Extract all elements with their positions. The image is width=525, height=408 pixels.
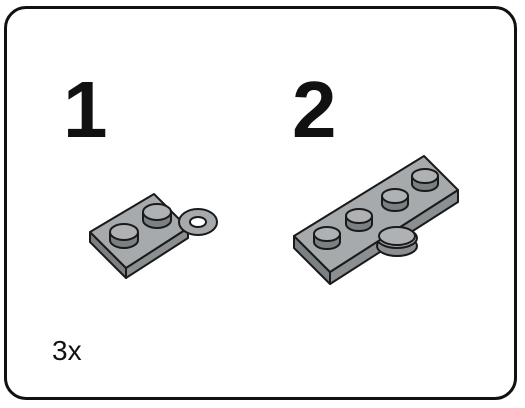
step-number-2: 2 [292,65,337,154]
step-number-1: 1 [63,65,108,154]
hinge-plate-1x2-ring-icon [89,193,218,279]
hinge-plate-assembly-icon [293,155,459,285]
quantity-label: 3x [52,335,82,366]
